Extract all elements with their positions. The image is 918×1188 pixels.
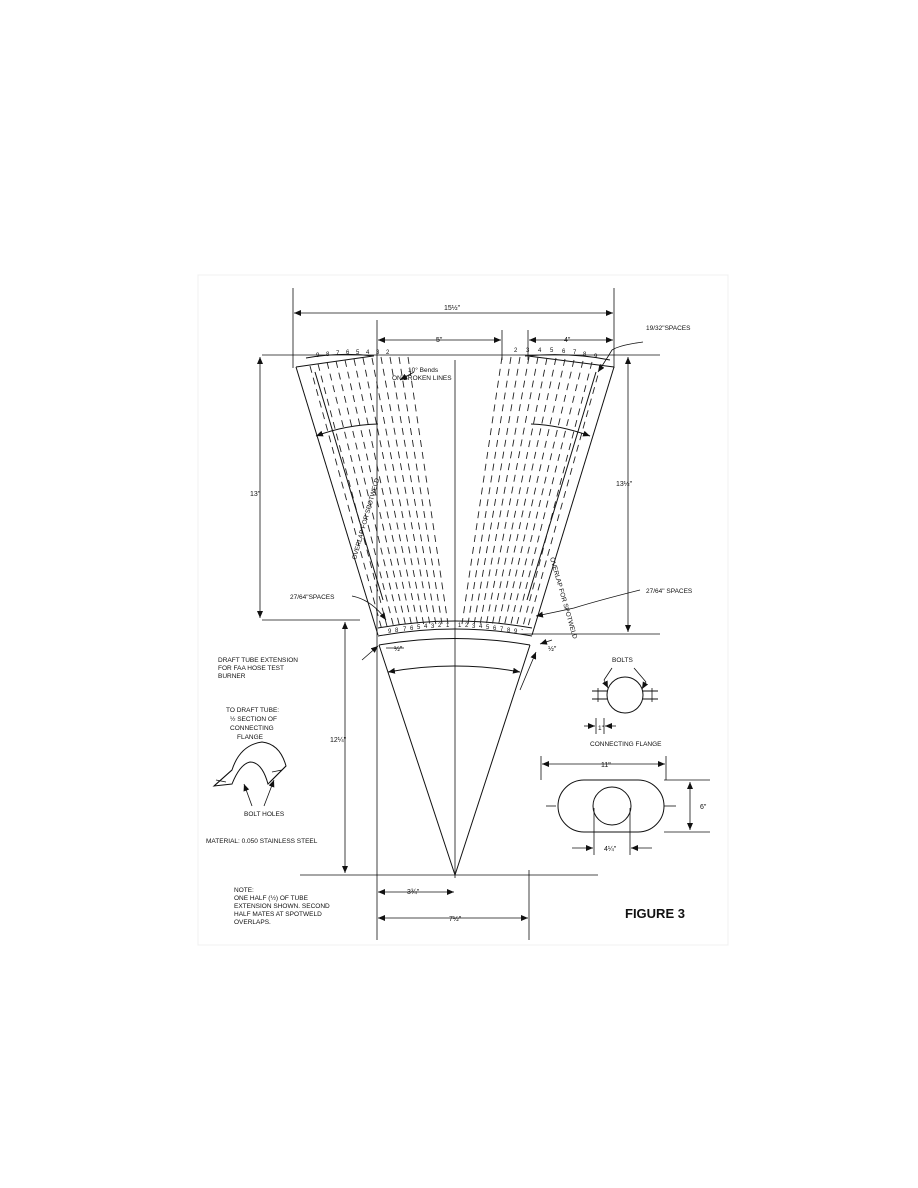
svg-text:3: 3 <box>376 350 380 356</box>
flange-hole-dim: 4¼" <box>604 846 617 853</box>
spaces-bottom-left-label: 27/64"SPACES <box>290 594 335 601</box>
flange-height-dim: 6" <box>700 804 707 811</box>
bend-lines-left <box>309 356 449 631</box>
bolt-holes-label: BOLT HOLES <box>244 811 285 818</box>
svg-text:NOTE:: NOTE: <box>234 887 254 894</box>
svg-text:1: 1 <box>446 623 450 629</box>
svg-text:6: 6 <box>410 626 414 632</box>
tick-numbers-top-left: 9 8 7 6 5 4 3 2 <box>316 350 390 359</box>
svg-text:9: 9 <box>316 353 320 359</box>
svg-text:5: 5 <box>550 348 554 354</box>
svg-text:9: 9 <box>388 629 392 635</box>
lower-height-dim: 12¼" <box>330 737 347 744</box>
flange-note: TO DRAFT TUBE: ½ SECTION OF CONNECTING F… <box>226 707 279 741</box>
overall-width-dim: 15½" <box>444 304 461 312</box>
dimension-lines <box>257 288 660 921</box>
svg-text:2: 2 <box>438 623 442 629</box>
bends-label-line1: 10° Bends <box>408 366 439 374</box>
half-flange-sketch <box>212 741 287 787</box>
tick-numbers-bottom-right: 1 2 3 4 5 6 7 8 9 <box>458 623 518 635</box>
left-height-dim: 13" <box>250 491 261 498</box>
svg-text:7: 7 <box>403 627 407 633</box>
tick-numbers-top-right: 2 3 4 5 6 7 8 9 <box>514 348 598 360</box>
figure-label: FIGURE 3 <box>625 906 685 921</box>
tick-numbers-bottom-left: 9 8 7 6 5 4 3 2 1 <box>388 623 450 635</box>
bottom-half-width-dim: 3¾" <box>407 889 420 896</box>
svg-text:1: 1 <box>458 623 462 629</box>
svg-text:DRAFT TUBE EXTENSION: DRAFT TUBE EXTENSION <box>218 657 298 664</box>
right-gap-dim: ½" <box>548 645 557 653</box>
svg-text:2: 2 <box>465 623 469 629</box>
svg-text:4: 4 <box>538 348 542 354</box>
svg-text:½ SECTION OF: ½ SECTION OF <box>230 715 277 723</box>
svg-text:5: 5 <box>486 625 490 631</box>
svg-text:5: 5 <box>356 350 360 356</box>
svg-text:7: 7 <box>336 351 340 357</box>
fan-pattern-outline <box>262 320 660 940</box>
svg-text:9: 9 <box>514 629 518 635</box>
connecting-flange-drawing <box>540 756 710 855</box>
bolt-detail-sketch <box>584 667 658 734</box>
svg-text:4: 4 <box>479 624 483 630</box>
spaces-bottom-right-label: 27/64" SPACES <box>646 588 693 595</box>
svg-text:ONE HALF (½) OF TUBE: ONE HALF (½) OF TUBE <box>234 894 309 902</box>
spaces-top-label: 19/32"SPACES <box>646 325 691 332</box>
right-top-dim: 4" <box>564 337 571 344</box>
svg-text:7: 7 <box>500 627 504 633</box>
bottom-width-dim: 7½" <box>449 915 462 923</box>
svg-text:7: 7 <box>573 350 577 356</box>
svg-text:3: 3 <box>472 624 476 630</box>
svg-text:EXTENSION SHOWN. SECOND: EXTENSION SHOWN. SECOND <box>234 903 330 910</box>
svg-text:9: 9 <box>594 354 598 360</box>
left-gap-dim: ½" <box>394 645 403 653</box>
svg-text:HALF MATES AT SPOTWELD: HALF MATES AT SPOTWELD <box>234 911 322 918</box>
svg-text:OVERLAPS.: OVERLAPS. <box>234 919 271 926</box>
svg-text:8: 8 <box>395 628 399 634</box>
svg-text:8: 8 <box>326 352 330 358</box>
svg-text:3: 3 <box>526 348 530 354</box>
svg-text:6: 6 <box>346 350 350 356</box>
connecting-flange-label: CONNECTING FLANGE <box>590 741 662 748</box>
svg-text:8: 8 <box>507 628 511 634</box>
svg-text:FOR FAA HOSE TEST: FOR FAA HOSE TEST <box>218 665 284 672</box>
svg-text:8: 8 <box>583 352 587 358</box>
bolt-dimension: 1" <box>598 725 605 732</box>
svg-text:6: 6 <box>562 349 566 355</box>
svg-text:6: 6 <box>493 626 497 632</box>
svg-text:3: 3 <box>431 624 435 630</box>
flange-width-dim: 11" <box>601 762 611 769</box>
bends-label-line2: ON BROKEN LINES <box>392 375 452 382</box>
title-block: DRAFT TUBE EXTENSION FOR FAA HOSE TEST B… <box>218 657 298 680</box>
svg-text:FLANGE: FLANGE <box>237 734 264 741</box>
svg-text:CONNECTING: CONNECTING <box>230 725 274 732</box>
gap-top-dim: 5" <box>436 337 443 344</box>
svg-text:4: 4 <box>366 350 370 356</box>
svg-text:2: 2 <box>386 350 390 356</box>
svg-text:4: 4 <box>424 624 428 630</box>
bolts-label: BOLTS <box>612 657 633 664</box>
note-block: NOTE: ONE HALF (½) OF TUBE EXTENSION SHO… <box>234 887 330 926</box>
material-label: MATERIAL: 0.050 STAINLESS STEEL <box>206 838 318 845</box>
svg-text:5: 5 <box>417 625 421 631</box>
right-height-dim: 13½" <box>616 480 633 488</box>
svg-text:BURNER: BURNER <box>218 673 246 680</box>
bend-lines-right <box>461 356 602 631</box>
svg-text:TO DRAFT TUBE:: TO DRAFT TUBE: <box>226 707 279 714</box>
svg-text:2: 2 <box>514 348 518 354</box>
